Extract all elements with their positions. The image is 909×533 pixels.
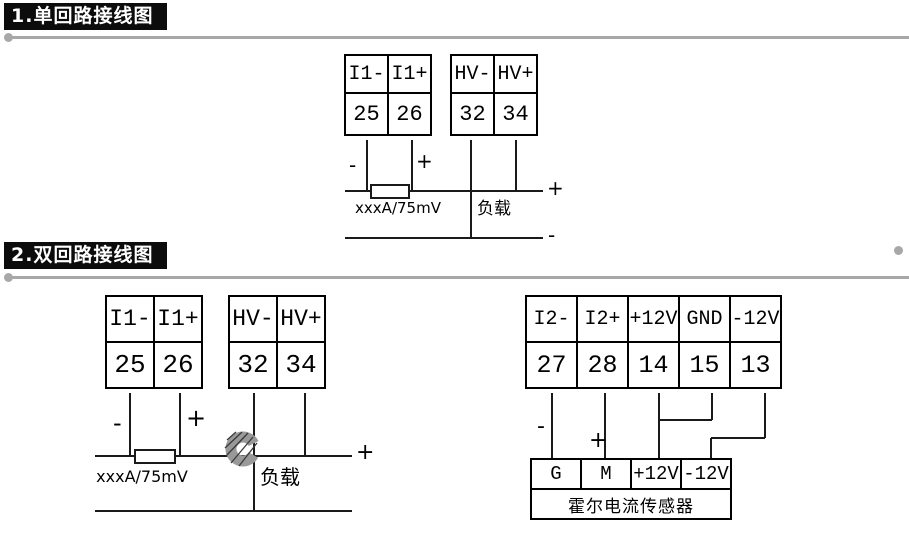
hall-sensor-box: G M +12V -12V 霍尔电流传感器 — [530, 458, 732, 520]
s2-shunt-resistor — [134, 449, 176, 464]
terminal-label: I2- — [525, 295, 578, 343]
terminal-number: 13 — [729, 341, 782, 389]
terminal-label: +12V — [627, 295, 680, 343]
sensor-pin: M — [580, 458, 632, 490]
polarity-plus-label: + — [186, 404, 207, 432]
hatch-line — [224, 431, 243, 449]
section2-separator-dot — [4, 273, 13, 282]
terminal-number: 34 — [276, 341, 326, 389]
terminal-label: HV- — [450, 54, 495, 94]
terminal-block-s2-i2: I2- I2+ +12V GND -12V 27 28 14 15 13 — [525, 295, 782, 389]
terminal-block-s1-hv: HV- HV+ 32 34 — [450, 54, 538, 136]
sensor-pin: G — [530, 458, 582, 490]
section1-separator-line — [8, 36, 909, 39]
section2-end-dot — [894, 246, 903, 255]
terminal-number: 15 — [678, 341, 731, 389]
bus-plus-label: + — [547, 176, 564, 200]
terminal-number: 25 — [344, 92, 389, 136]
hatch-line — [238, 442, 258, 467]
terminal-label: I1- — [344, 54, 389, 94]
polarity-minus-label: - — [349, 153, 357, 177]
load-label: 负载 — [477, 199, 511, 219]
polarity-plus-label: + — [589, 428, 608, 453]
terminal-label: HV+ — [493, 54, 538, 94]
terminal-label: I1+ — [153, 295, 203, 343]
sensor-pin: -12V — [680, 458, 732, 490]
load-label: 负载 — [260, 465, 300, 489]
terminal-number: 28 — [576, 341, 629, 389]
terminal-label: -12V — [729, 295, 782, 343]
terminal-label: I1- — [105, 295, 155, 343]
section2-title: 2.双回路接线图 — [4, 242, 168, 269]
terminal-number: 27 — [525, 341, 578, 389]
bus-plus-label: + — [356, 440, 375, 465]
hatch-line — [226, 431, 237, 441]
sensor-name: 霍尔电流传感器 — [530, 488, 732, 520]
terminal-block-s2-hv: HV- HV+ 32 34 — [228, 295, 326, 389]
s1-shunt-resistor — [370, 184, 410, 199]
terminal-number: 26 — [153, 341, 203, 389]
terminal-label: I2+ — [576, 295, 629, 343]
hatch-line — [230, 436, 254, 464]
section2-separator-line — [8, 276, 909, 279]
terminal-label: HV- — [228, 295, 278, 343]
current-clamp-sensor-icon — [224, 431, 261, 467]
section1-title: 1.单回路接线图 — [4, 3, 168, 30]
terminal-number: 25 — [105, 341, 155, 389]
terminal-number: 32 — [228, 341, 278, 389]
bus-minus-label: - — [548, 223, 556, 247]
polarity-minus-label: - — [537, 414, 545, 439]
terminal-label: GND — [678, 295, 731, 343]
terminal-number: 32 — [450, 92, 495, 136]
s2-right-wires — [551, 393, 766, 458]
polarity-minus-label: - — [113, 409, 122, 437]
shunt-rating-label: xxxA/75mV — [96, 467, 188, 486]
polarity-plus-label: + — [416, 149, 433, 173]
shunt-rating-label: xxxA/75mV — [355, 199, 441, 217]
section1-separator-dot — [4, 33, 13, 42]
terminal-block-s2-i1: I1- I1+ 25 26 — [105, 295, 203, 389]
clamp-ring — [225, 431, 261, 467]
clamp-hatching — [224, 431, 258, 467]
hatch-line — [225, 432, 249, 457]
terminal-label: I1+ — [387, 54, 432, 94]
terminal-number: 26 — [387, 92, 432, 136]
s2-left-wires — [95, 393, 352, 512]
terminal-label: HV+ — [276, 295, 326, 343]
terminal-block-s1-i1: I1- I1+ 25 26 — [344, 54, 432, 136]
terminal-number: 34 — [493, 92, 538, 136]
terminal-number: 14 — [627, 341, 680, 389]
sensor-pin: +12V — [630, 458, 682, 490]
